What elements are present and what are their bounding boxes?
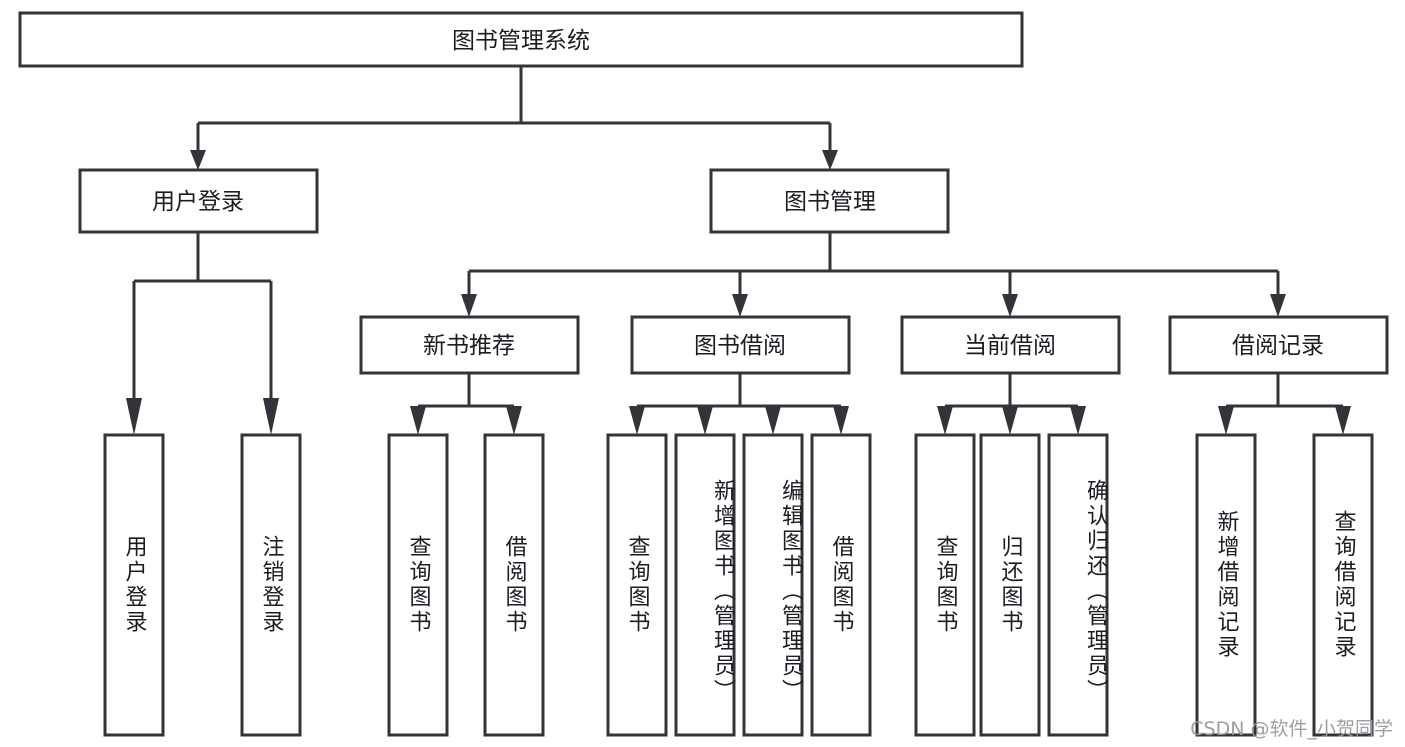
node-book-manage-label: 图书管理: [784, 189, 876, 215]
arrow-bm-to-borrow-record: [1270, 294, 1286, 317]
node-leaf-logout-box[interactable]: [240, 433, 302, 737]
node-current-borrow-label: 当前借阅: [964, 333, 1056, 359]
arrow-bb-leaf3: [765, 406, 781, 435]
node-book-manage[interactable]: 图书管理: [709, 168, 950, 234]
node-borrow-record[interactable]: 借阅记录: [1168, 315, 1389, 375]
node-leaf-query-record-box[interactable]: [1312, 433, 1374, 737]
node-leaf-query-book-2-box[interactable]: [606, 433, 668, 737]
node-root-label: 图书管理系统: [452, 28, 590, 54]
node-user-login-label: 用户登录: [152, 189, 244, 215]
node-current-borrow[interactable]: 当前借阅: [900, 315, 1121, 375]
node-leaf-add-record-box[interactable]: [1195, 433, 1257, 737]
node-user-login-box[interactable]: [78, 168, 319, 234]
node-leaf-add-book-box[interactable]: [674, 433, 736, 737]
arrow-br-leaf1: [1218, 406, 1234, 435]
node-borrow-record-box[interactable]: [1168, 315, 1389, 375]
arrow-root-to-book-manage: [822, 150, 838, 170]
node-new-book-rec-box[interactable]: [359, 315, 580, 375]
arrow-user-login-leaf2: [263, 398, 279, 435]
arrow-bm-to-current-borrow: [1002, 294, 1018, 317]
node-leaf-borrow-book-2-box[interactable]: [810, 433, 872, 737]
node-new-book-rec[interactable]: 新书推荐: [359, 315, 580, 375]
arrow-bb-leaf4: [833, 406, 849, 435]
arrow-cb-leaf3: [1070, 406, 1086, 435]
node-current-borrow-box[interactable]: [900, 315, 1121, 375]
arrow-cb-leaf2: [1002, 406, 1018, 435]
arrow-user-login-leaf1: [126, 398, 142, 435]
arrow-bb-leaf2: [697, 406, 713, 435]
arrow-bm-to-book-borrow: [732, 294, 748, 317]
arrow-bb-leaf1: [629, 406, 645, 435]
node-leaf-query-book-1-box[interactable]: [387, 433, 449, 737]
node-leaf-confirm-return-box[interactable]: [1047, 433, 1109, 737]
arrow-nbr-leaf1: [410, 406, 426, 435]
node-book-manage-box[interactable]: [709, 168, 950, 234]
node-leaf-query-book-3-box[interactable]: [914, 433, 976, 737]
arrow-bm-to-new-book-rec: [461, 294, 477, 317]
node-book-borrow[interactable]: 图书借阅: [630, 315, 851, 375]
node-root-box[interactable]: [18, 11, 1024, 68]
node-new-book-rec-label: 新书推荐: [423, 333, 515, 359]
node-user-login[interactable]: 用户登录: [78, 168, 319, 234]
connector-layer: [126, 66, 1351, 435]
arrow-br-leaf2: [1335, 406, 1351, 435]
node-root[interactable]: 图书管理系统: [18, 11, 1024, 68]
node-leaf-edit-book-box[interactable]: [742, 433, 804, 737]
node-leaf-user-login-box[interactable]: [103, 433, 165, 737]
node-book-borrow-label: 图书借阅: [694, 333, 786, 359]
arrow-nbr-leaf2: [506, 406, 522, 435]
arrow-root-to-user-login: [190, 150, 206, 170]
node-book-borrow-box[interactable]: [630, 315, 851, 375]
csdn-watermark: CSDN @软件_小贺同学: [1190, 718, 1393, 740]
node-leaf-return-book-box[interactable]: [979, 433, 1041, 737]
node-layer: 图书管理系统 用户登录 图书管理 新书推荐 图书借阅: [18, 11, 1389, 737]
node-borrow-record-label: 借阅记录: [1232, 333, 1324, 359]
arrow-cb-leaf1: [937, 406, 953, 435]
node-leaf-borrow-book-1-box[interactable]: [483, 433, 545, 737]
